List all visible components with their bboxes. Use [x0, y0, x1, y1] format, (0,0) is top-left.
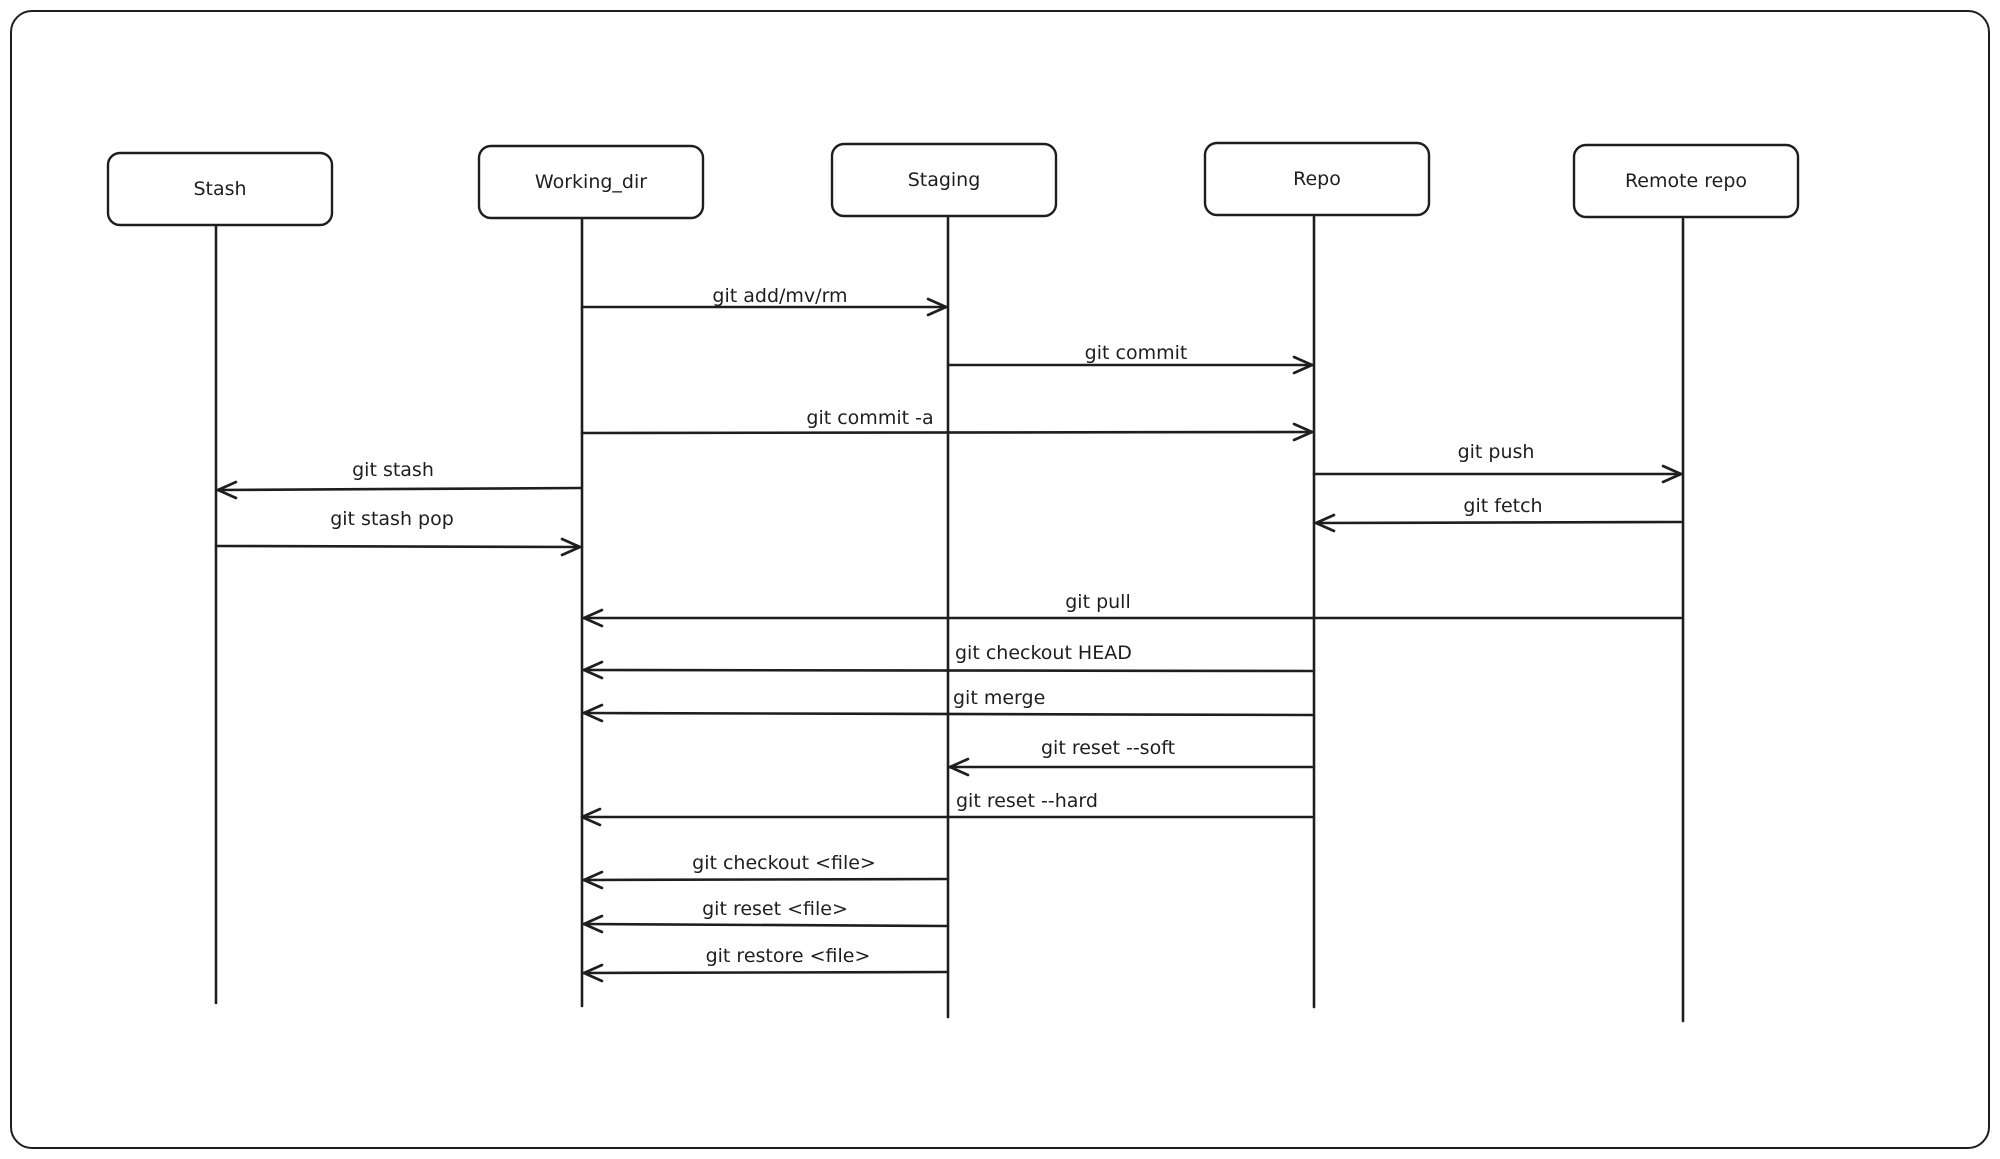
arrowhead-left — [948, 757, 970, 777]
message-git-commit-a: git commit -a — [580, 407, 1314, 442]
message-label: git reset <file> — [702, 898, 848, 920]
arrowhead-left — [1314, 513, 1336, 533]
actor-remote-repo-label: Remote repo — [1625, 170, 1747, 192]
arrowhead-left — [582, 963, 604, 983]
message-git-reset-file: git reset <file> — [582, 898, 948, 934]
arrowhead-left — [582, 703, 604, 723]
message-git-reset-hard: git reset --hard — [580, 790, 1314, 827]
message-git-merge: git merge — [582, 687, 1314, 723]
message-label: git add/mv/rm — [712, 285, 847, 307]
message-git-pull: git pull — [582, 591, 1683, 628]
actor-repo-label: Repo — [1293, 168, 1341, 190]
message-git-stash: git stash — [216, 459, 582, 500]
message-label: git commit — [1085, 342, 1188, 364]
actor-working-dir-label: Working_dir — [535, 171, 647, 193]
message-git-fetch: git fetch — [1314, 495, 1683, 533]
message-label: git stash pop — [330, 508, 454, 530]
message-git-commit: git commit — [946, 342, 1314, 375]
arrowhead-left — [582, 660, 604, 680]
arrowhead-right — [926, 297, 948, 317]
message-label: git merge — [953, 687, 1045, 709]
message-label: git push — [1458, 441, 1535, 463]
arrowhead-right — [1661, 464, 1683, 484]
message-git-add-mv-rm: git add/mv/rm — [580, 285, 948, 317]
arrowhead-left — [582, 914, 604, 934]
message-git-reset-soft: git reset --soft — [948, 737, 1314, 777]
message-label: git restore <file> — [706, 945, 871, 967]
arrowhead-right — [560, 537, 582, 557]
message-git-stash-pop: git stash pop — [214, 508, 582, 557]
arrowhead-left — [582, 608, 604, 628]
message-label: git reset --hard — [956, 790, 1098, 812]
arrowhead-left — [216, 480, 238, 500]
message-label: git checkout <file> — [692, 852, 876, 874]
arrowhead-left — [580, 807, 602, 827]
message-label: git commit -a — [806, 407, 933, 429]
actor-working-dir: Working_dir — [477, 144, 705, 220]
arrowhead-right — [1292, 422, 1314, 442]
message-git-checkout-head: git checkout HEAD — [582, 642, 1314, 680]
message-git-restore-file: git restore <file> — [582, 945, 948, 983]
actor-staging: Staging — [830, 142, 1058, 218]
actor-stash-label: Stash — [193, 178, 246, 200]
actor-stash: Stash — [106, 151, 334, 227]
message-label: git checkout HEAD — [955, 642, 1132, 664]
actor-repo: Repo — [1203, 141, 1431, 217]
actor-staging-label: Staging — [908, 169, 981, 191]
arrowhead-left — [582, 870, 604, 890]
message-git-checkout-file: git checkout <file> — [582, 852, 948, 890]
message-git-push: git push — [1312, 441, 1683, 484]
actor-remote-repo: Remote repo — [1572, 143, 1800, 219]
message-label: git pull — [1065, 591, 1131, 613]
message-label: git reset --soft — [1041, 737, 1175, 759]
arrowhead-right — [1292, 355, 1314, 375]
message-label: git stash — [352, 459, 434, 481]
message-label: git fetch — [1463, 495, 1542, 517]
